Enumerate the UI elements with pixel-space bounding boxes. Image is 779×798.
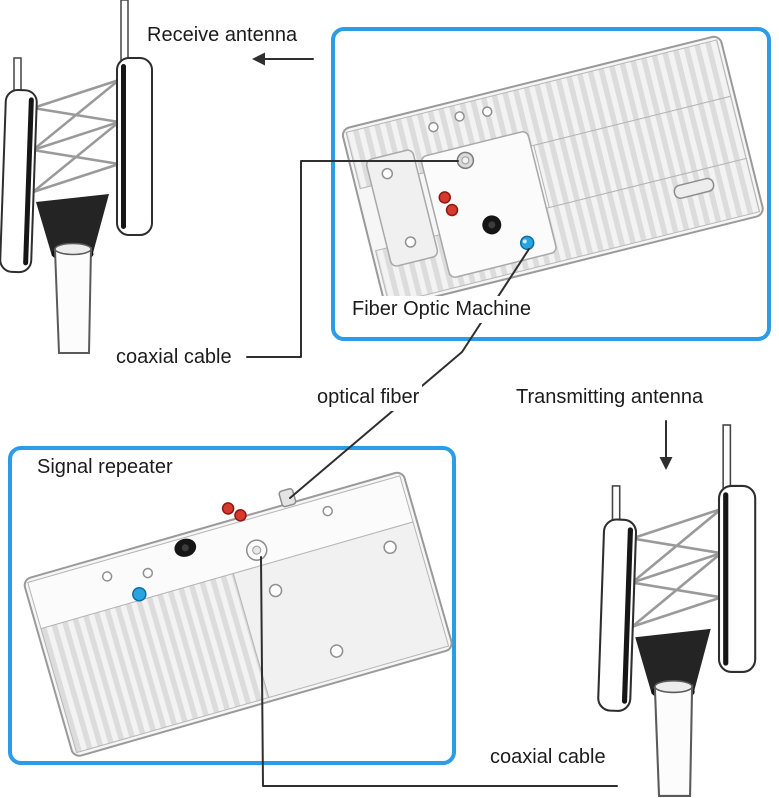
left-arrowhead-icon <box>252 52 265 66</box>
transmitting-antenna-label: Transmitting antenna <box>513 384 707 411</box>
black-connector-icon <box>482 215 502 235</box>
antenna-pole-icon <box>653 680 694 797</box>
signal-repeater-label: Signal repeater <box>34 454 176 481</box>
black-connector-icon <box>174 538 197 557</box>
optical-fiber-label: optical fiber <box>314 384 423 411</box>
transmitting-antenna-illustration <box>597 424 779 798</box>
rf-connector-icon <box>456 151 475 170</box>
signal-repeater-illustration <box>22 462 472 762</box>
antenna-pole-icon <box>53 242 93 354</box>
fiber-optic-machine-illustration <box>336 35 766 309</box>
white-port-icon <box>245 539 268 561</box>
screw-icon <box>454 111 465 122</box>
screw-icon <box>428 121 439 133</box>
heatsink-fins <box>533 95 747 209</box>
red-connector-icon <box>234 509 247 522</box>
coaxial-cable-bottom-label: coaxial cable <box>487 744 609 771</box>
screw-icon <box>383 540 397 555</box>
red-connector-icon <box>221 502 235 515</box>
receive-antenna-illustration <box>0 0 175 355</box>
blue-connector-icon <box>132 586 147 602</box>
truss-icon <box>32 78 120 194</box>
antenna-panel-icon <box>597 518 638 712</box>
receive-antenna-label: Receive antenna <box>144 22 301 49</box>
coaxial-cable-top-label: coaxial cable <box>113 344 235 371</box>
antenna-panel-icon <box>116 57 153 236</box>
truss-icon <box>631 507 722 628</box>
screw-icon <box>322 505 333 517</box>
handle-icon <box>673 177 715 199</box>
screw-icon <box>101 571 113 582</box>
antenna-panel-icon <box>0 88 38 274</box>
fiber-port-icon <box>278 488 297 508</box>
fiber-optic-machine-label: Fiber Optic Machine <box>349 296 534 323</box>
screw-icon <box>482 106 493 117</box>
antenna-panel-icon <box>717 484 757 673</box>
screw-icon <box>142 567 154 579</box>
